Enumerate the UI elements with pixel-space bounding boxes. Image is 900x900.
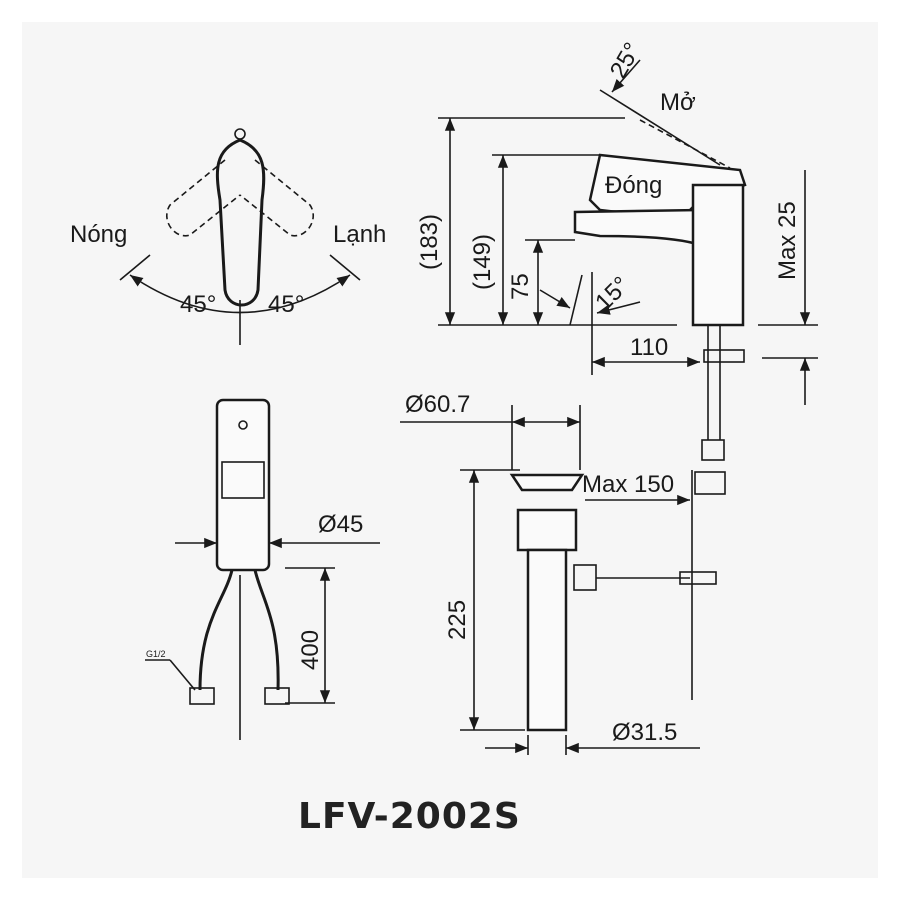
angle-left-label: 45° [180, 291, 216, 318]
front-view: Ø45 400 G1/2 [145, 398, 380, 740]
hose-length-label: 400 [297, 630, 324, 670]
closed-label: Đóng [605, 172, 662, 199]
hot-label: Nóng [70, 221, 127, 248]
side-view: Mở Đóng 25° (183) (149) 75 15° 110 Max 2… [416, 38, 818, 700]
max-deck-label: Max 25 [774, 201, 801, 280]
drain-top-diameter-label: Ø60.7 [405, 391, 470, 418]
open-angle-label: 25° [605, 38, 647, 83]
outlet-height-label: 75 [507, 273, 534, 300]
reach-label: 110 [630, 334, 668, 361]
spout-angle-label: 15° [590, 271, 635, 316]
top-view: Nóng Lạnh 45° 45° [70, 128, 386, 345]
total-height-label: (183) [416, 214, 443, 270]
cold-label: Lạnh [333, 221, 386, 248]
body-diameter-label: Ø45 [318, 511, 363, 538]
model-title: LFV-2002S [298, 796, 521, 837]
drain-length-label: 225 [444, 600, 471, 640]
max-thickness-label: Max 150 [582, 471, 674, 498]
drain-view: Ø60.7 Max 150 225 Ø31.5 [400, 391, 717, 755]
spout-height-label: (149) [469, 234, 496, 290]
pipe-diameter-label: Ø31.5 [612, 719, 677, 746]
thread-label: G1/2 [146, 649, 166, 659]
open-label: Mở [660, 89, 696, 116]
angle-right-label: 45° [268, 291, 304, 318]
